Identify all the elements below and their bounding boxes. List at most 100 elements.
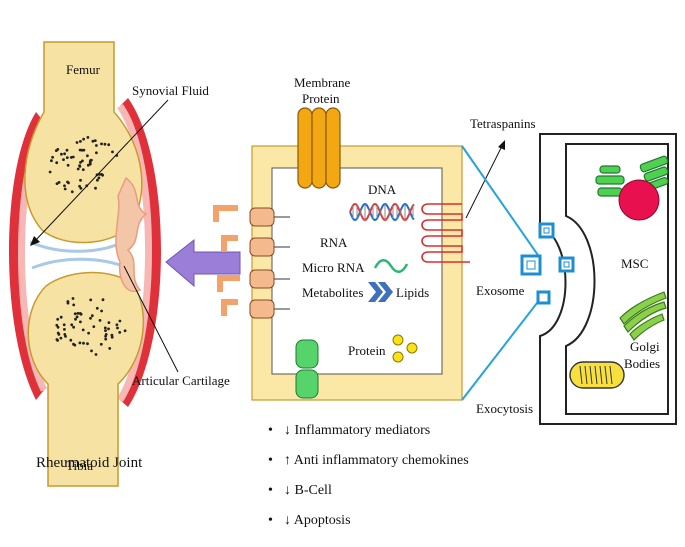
rheumatoid-joint-caption: Rheumatoid Joint <box>36 455 143 471</box>
marrow-dot <box>94 186 97 190</box>
marrow-dot <box>98 319 102 322</box>
marrow-dot <box>78 341 82 345</box>
micro-rna-strand <box>373 259 409 273</box>
marrow-dot <box>79 161 82 164</box>
membrane-protein-label-2: Protein <box>302 91 340 106</box>
marrow-dot <box>55 182 59 186</box>
marrow-dot <box>55 323 59 327</box>
marrow-dot <box>108 347 112 350</box>
effect-arrow: ↓ <box>284 483 291 498</box>
marrow-dot <box>110 335 114 339</box>
marrow-dot <box>57 333 61 336</box>
marrow-dot <box>82 148 86 152</box>
lipids-chevrons <box>368 282 393 302</box>
marrow-dot <box>69 156 73 159</box>
marrow-dot <box>107 321 111 324</box>
marrow-dot <box>78 184 81 188</box>
zoom-line-bottom <box>461 293 545 401</box>
marrow-dot <box>59 336 63 340</box>
marrow-dot <box>99 342 103 346</box>
metabolites-label: Metabolites <box>302 285 363 300</box>
effect-text: Inflammatory mediators <box>294 423 431 438</box>
cartilage-pointer <box>123 265 179 373</box>
dna-label: DNA <box>368 182 397 197</box>
marrow-dot <box>55 338 59 341</box>
synovial-fluid-label: Synovial Fluid <box>132 83 209 98</box>
marrow-dot <box>56 148 60 151</box>
tibia-marrow <box>55 297 127 356</box>
synovial-capsule-right <box>120 98 161 407</box>
marrow-dot <box>63 333 67 336</box>
tibia-cartilage <box>31 257 133 272</box>
marrow-dot <box>81 328 85 332</box>
marrow-dot <box>55 161 59 165</box>
marrow-dot <box>82 341 85 345</box>
synovial-capsule-left <box>9 112 44 400</box>
endoplasmic-reticulum <box>595 155 669 197</box>
tetraspanin-loops <box>421 203 470 263</box>
protein-label: Protein <box>348 343 386 358</box>
marrow-dot <box>90 314 94 318</box>
marrow-dot <box>50 159 53 163</box>
marrow-dot <box>107 143 111 147</box>
dna-helix <box>349 202 415 222</box>
crista <box>609 365 613 385</box>
golgi-apparatus <box>619 291 667 341</box>
marrow-dot <box>79 140 82 143</box>
marrow-dot <box>63 187 67 191</box>
marrow-dot <box>81 168 85 172</box>
marrow-dot <box>90 349 93 353</box>
marrow-dot <box>86 342 89 346</box>
marrow-dot <box>104 334 107 338</box>
marrow-dot <box>104 329 107 332</box>
lipids-label: Lipids <box>396 285 429 300</box>
crista <box>589 365 593 385</box>
exosome-label: Exosome <box>476 283 525 298</box>
mitochondrion <box>569 361 625 389</box>
msc-label: MSC <box>621 256 648 271</box>
rheumatoid-joint: Femur Tibia Synovial Fluid Articular Car… <box>9 41 230 487</box>
marrow-dot <box>66 301 70 305</box>
marrow-dot <box>82 137 85 141</box>
marrow-dot <box>110 333 114 337</box>
effect-item: •↓ Apoptosis <box>268 513 351 528</box>
lipid-raft-tails <box>274 216 290 310</box>
marrow-dot <box>73 343 77 347</box>
marrow-dot <box>70 323 74 327</box>
marrow-dot <box>48 170 52 174</box>
effect-text: B-Cell <box>294 483 332 498</box>
marrow-dot <box>100 309 103 313</box>
marrow-dot <box>76 167 80 171</box>
tibia-label: Tibia <box>66 458 93 473</box>
marrow-dot <box>116 326 119 330</box>
effect-text: Anti inflammatory chemokines <box>293 453 469 468</box>
marrow-dot <box>74 317 77 321</box>
marrow-dot <box>103 142 107 146</box>
synovial-fluid-arrowhead <box>30 236 40 246</box>
marrow-dot <box>78 312 82 315</box>
protein-particles <box>392 334 418 363</box>
marrow-dot <box>107 327 110 331</box>
exocytosis-label: Exocytosis <box>476 401 533 416</box>
release-arrow <box>165 238 241 288</box>
marrow-dot <box>63 152 66 156</box>
crista <box>584 365 588 385</box>
effect-text: Apoptosis <box>293 513 351 528</box>
marrow-dot <box>104 337 108 341</box>
marrow-dot <box>95 151 98 155</box>
released-fragments <box>213 205 240 316</box>
crista <box>594 365 598 385</box>
effect-arrow: ↓ <box>284 423 291 438</box>
marrow-dot <box>75 315 79 319</box>
micro-rna-label: Micro RNA <box>302 260 365 275</box>
marrow-dot <box>75 141 79 144</box>
marrow-dot <box>60 152 63 156</box>
exosome-particle-cores <box>526 227 570 270</box>
marrow-dot <box>96 178 99 182</box>
tetraspanins-pointer <box>465 145 503 219</box>
crista <box>579 365 583 385</box>
marrow-dot <box>63 328 66 331</box>
marrow-dot <box>87 331 90 335</box>
marrow-dot <box>118 331 122 334</box>
marrow-dot <box>90 158 93 162</box>
